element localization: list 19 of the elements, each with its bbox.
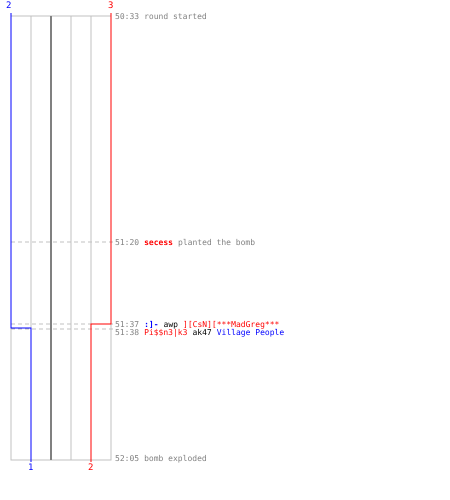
timestamp: 52:05 — [115, 454, 140, 463]
player-count: 1 — [28, 464, 34, 473]
player-name: secess — [144, 238, 173, 247]
player-count: 2 — [6, 2, 12, 11]
event-text: round started — [144, 12, 207, 21]
weapon-name: ak47 — [192, 328, 212, 337]
timestamp: 51:20 — [115, 238, 140, 247]
player-name: Pi$$n3|k3 — [144, 328, 188, 337]
event-text: bomb exploded — [144, 454, 207, 463]
timestamp: 51:38 — [115, 328, 140, 337]
event-text: planted the bomb — [178, 238, 256, 247]
player-name: :]- — [144, 320, 159, 329]
timestamp: 51:37 — [115, 320, 140, 329]
player-name: ][CsN][***MadGreg*** — [183, 320, 280, 329]
weapon-name: awp — [164, 320, 178, 329]
player-count: 2 — [88, 464, 94, 473]
player-name: Village People — [216, 328, 284, 337]
timestamp: 50:33 — [115, 12, 140, 21]
player-count: 3 — [108, 2, 114, 11]
